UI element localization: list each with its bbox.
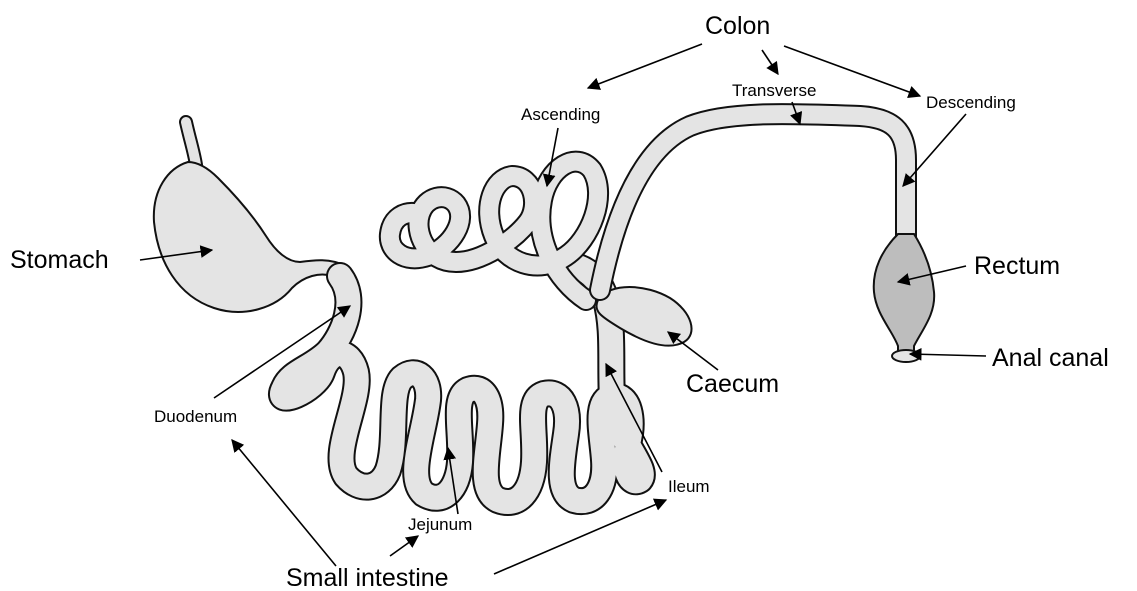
colon-ascending-arrow: [588, 44, 702, 88]
colon-transverse-arrow: [762, 50, 778, 74]
stomach-organ: [154, 122, 346, 312]
small-intestine-jejunum-arrow: [390, 536, 418, 556]
label-anal-canal: Anal canal: [992, 344, 1109, 372]
label-descending: Descending: [926, 93, 1016, 112]
colon-organ: [390, 114, 906, 300]
label-jejunum: Jejunum: [408, 515, 472, 534]
label-ileum: Ileum: [668, 477, 710, 496]
label-rectum: Rectum: [974, 252, 1060, 280]
small-intestine-duodenum-arrow: [232, 440, 336, 566]
label-stomach: Stomach: [10, 246, 109, 274]
label-transverse: Transverse: [732, 81, 816, 100]
rectum-organ: [874, 234, 934, 362]
label-small-intestine: Small intestine: [286, 564, 449, 591]
anal-canal-opening: [892, 350, 920, 362]
caecum-arrow: [668, 332, 718, 370]
label-ascending: Ascending: [521, 105, 600, 124]
label-caecum: Caecum: [686, 370, 779, 398]
anal-canal-arrow: [910, 354, 986, 356]
label-colon: Colon: [705, 12, 770, 40]
label-duodenum: Duodenum: [154, 407, 237, 426]
